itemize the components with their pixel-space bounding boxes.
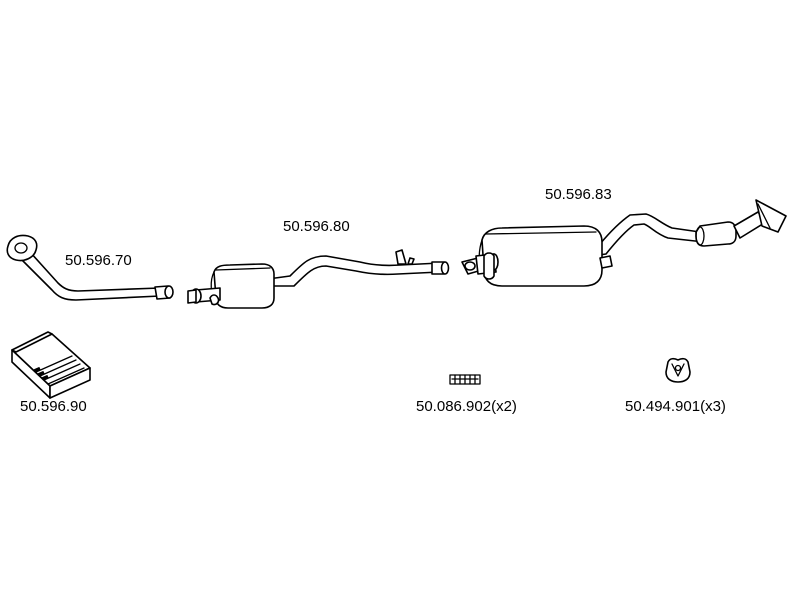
mounting-kit-part-number: 50.596.90 <box>20 398 87 415</box>
rubber-hanger-drawing <box>665 357 691 383</box>
mounting-kit-drawing <box>11 331 91 399</box>
front-pipe-part-number: 50.596.70 <box>65 252 132 269</box>
clamp-part-number: 50.086.902(x2) <box>416 398 517 415</box>
middle-silencer-part-number: 50.596.80 <box>283 218 350 235</box>
clamp-drawing <box>449 374 481 385</box>
front-pipe-drawing <box>6 234 174 301</box>
middle-silencer-drawing <box>187 249 450 309</box>
rear-silencer-part-number: 50.596.83 <box>545 186 612 203</box>
rubber-hanger-part-number: 50.494.901(x3) <box>625 398 726 415</box>
rear-silencer-drawing <box>461 199 787 287</box>
